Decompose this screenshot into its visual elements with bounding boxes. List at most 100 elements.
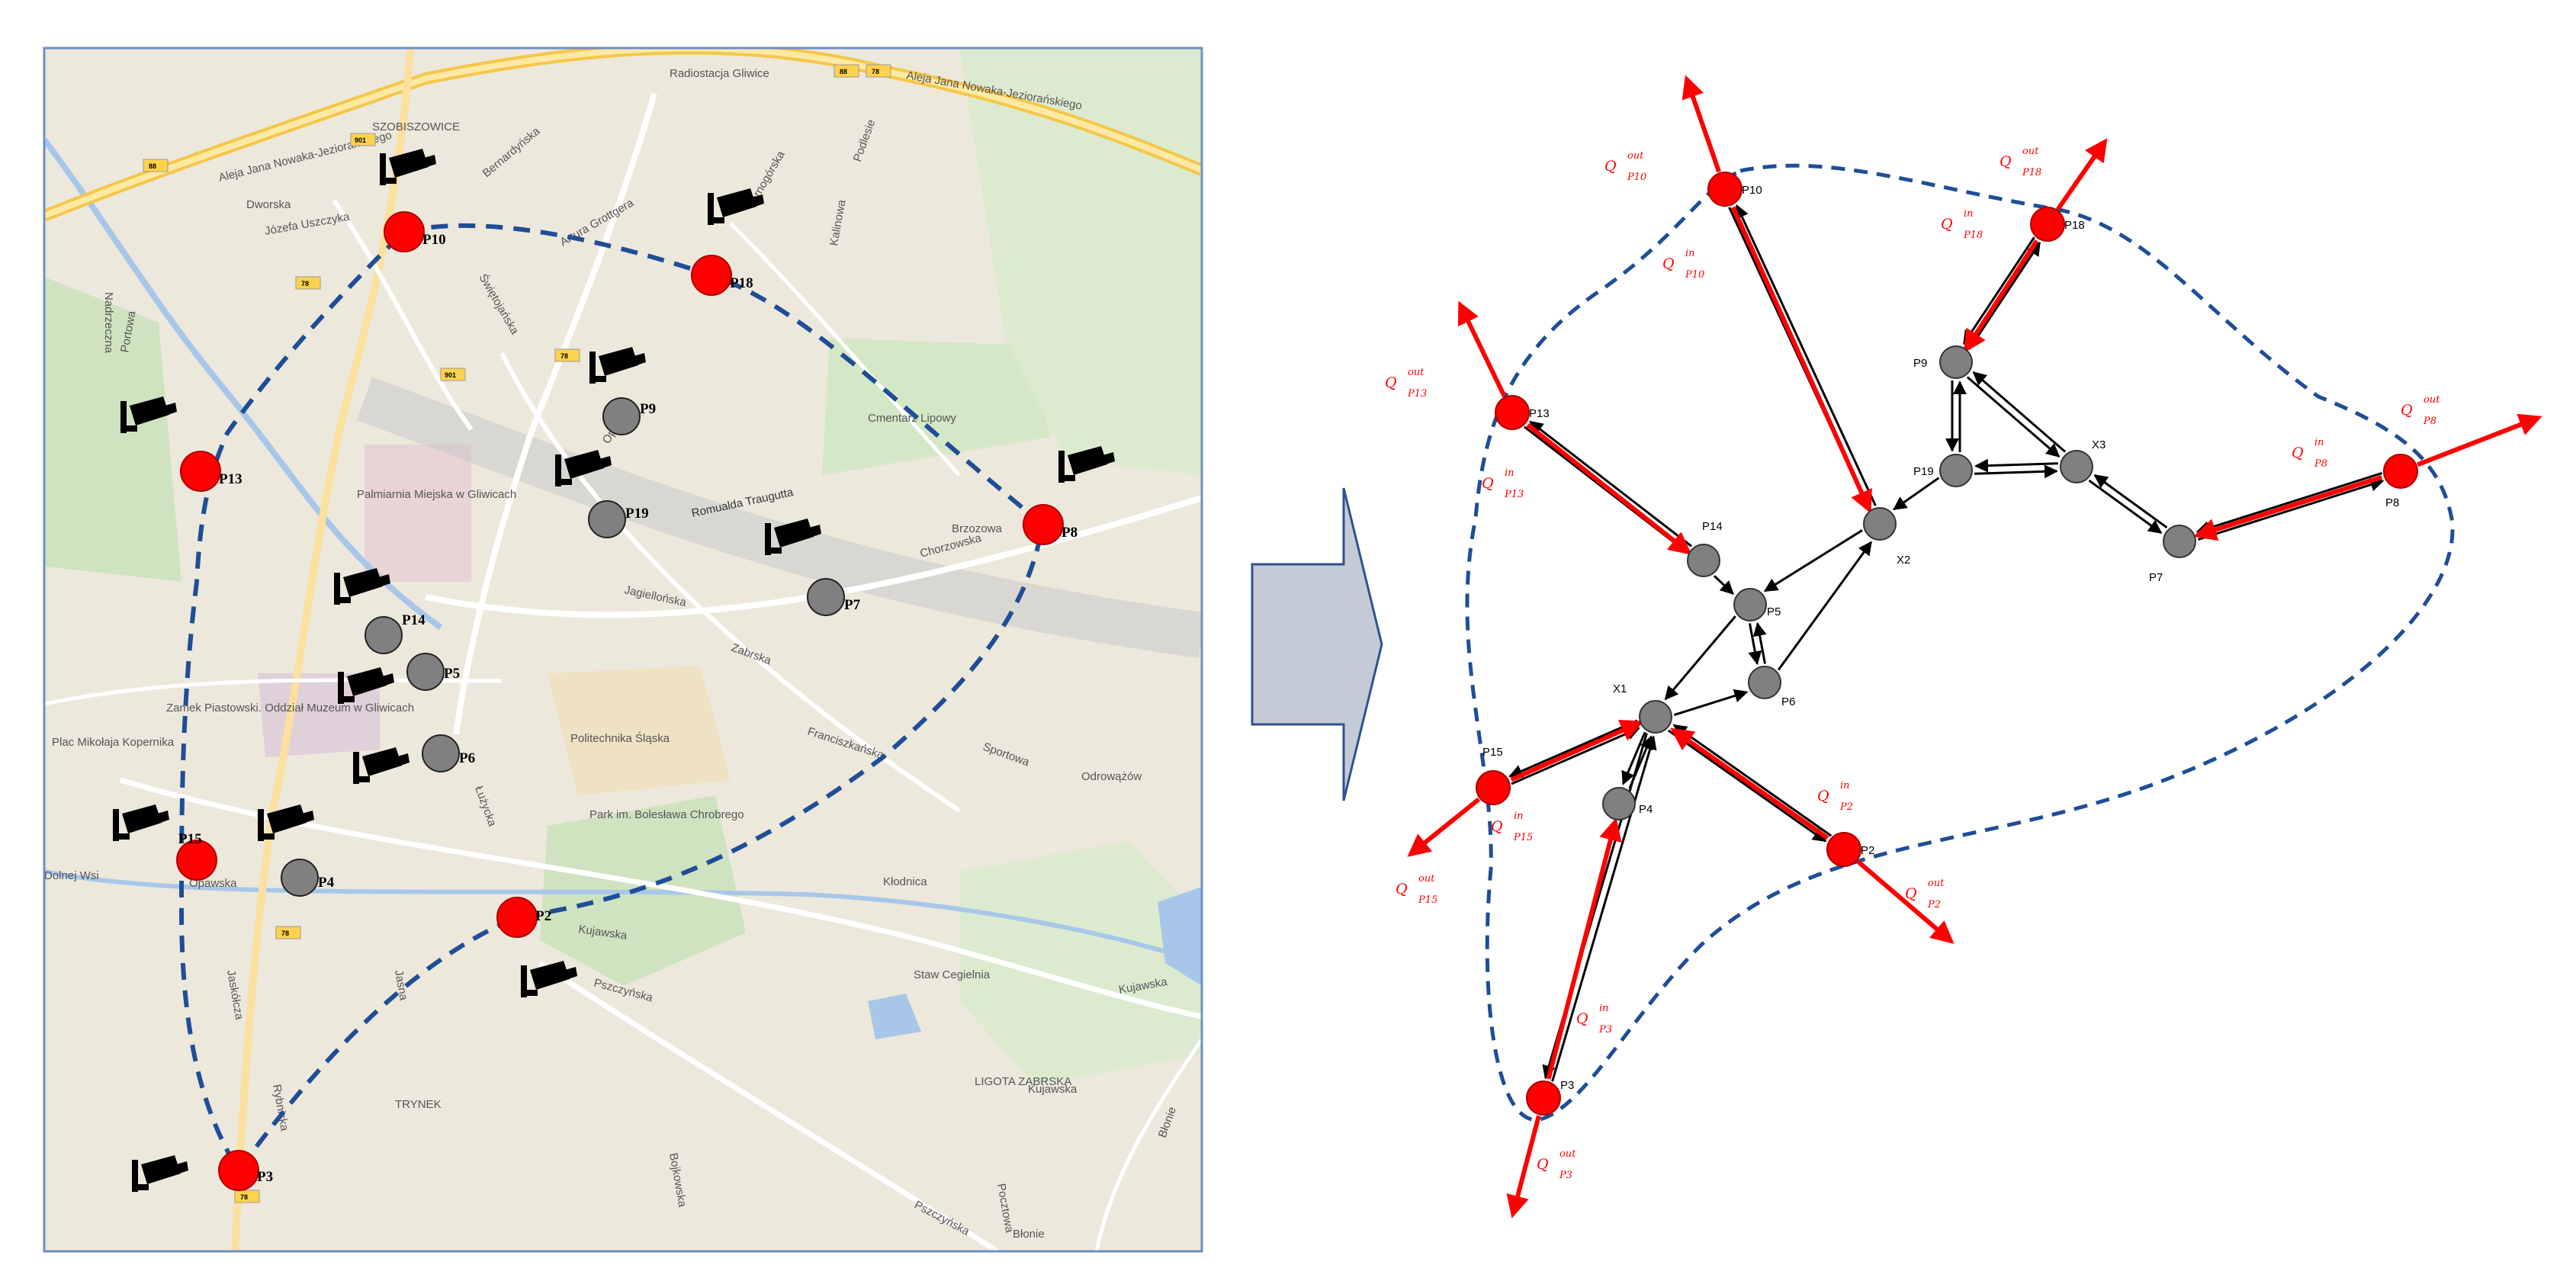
street-label: Cmentarz Lipowy	[868, 412, 956, 425]
svg-text:78: 78	[240, 1193, 248, 1201]
street-label: TRYNEK	[395, 1098, 442, 1111]
inflow-arrow-p10	[1730, 206, 1872, 514]
street-label: Nadrzeczna	[102, 292, 115, 354]
node-p8	[2383, 454, 2418, 489]
link-p6-x2	[1777, 541, 1872, 671]
node-label: P5	[1767, 605, 1781, 618]
camera-icon	[338, 667, 394, 704]
svg-text:P18: P18	[2022, 167, 2041, 178]
camera-icon	[334, 568, 390, 605]
svg-text:Q: Q	[2401, 402, 2413, 419]
outflow-arrow-p2	[1856, 859, 1954, 944]
svg-text:out: out	[1627, 150, 1644, 162]
camera-icon	[113, 804, 169, 841]
node-label: P2	[1861, 844, 1874, 857]
road-shield: 88	[143, 159, 169, 172]
map-boundary-line	[178, 223, 1046, 1175]
map-point-label: P9	[640, 401, 656, 417]
map-point-label: P7	[844, 597, 861, 613]
graph-panel: QinP10QoutP10QinP18QoutP18QinP13QoutP13Q…	[1385, 75, 2542, 1219]
street-label: Zamek Piastowski. Oddział Muzeum w Gliwi…	[166, 702, 414, 714]
road-shield: 901	[350, 133, 376, 146]
link-p5-p6	[1748, 623, 1762, 666]
node-label: P3	[1560, 1079, 1574, 1092]
svg-text:P15: P15	[1418, 894, 1437, 906]
node-p13	[1495, 395, 1530, 430]
street-label: Staw Cegielnia	[914, 968, 991, 981]
node-label: P7	[2149, 571, 2163, 584]
camera-icon	[120, 397, 177, 433]
street-label: Palmiarnia Miejska w Gliwicach	[357, 488, 516, 501]
road-shield: 78	[866, 64, 891, 78]
street-label: Plac Mikołaja Kopernika	[52, 736, 175, 749]
camera-icon	[380, 149, 436, 185]
link-x3-p7	[2088, 479, 2163, 534]
map-point-label: P4	[318, 875, 335, 891]
svg-text:P13: P13	[1407, 388, 1427, 400]
svg-text:in: in	[1505, 467, 1514, 479]
graph-boundary-line	[1465, 163, 2455, 1122]
map-point-label: P19	[625, 506, 649, 522]
outflow-arrow-p15	[1407, 797, 1481, 857]
street-label: Błonie	[1013, 1228, 1045, 1241]
inflow-arrow-p18	[1963, 239, 2039, 354]
street-label: Radiostacja Gliwice	[670, 67, 769, 80]
svg-text:901: 901	[445, 371, 456, 379]
map-point-p8	[1023, 504, 1064, 545]
svg-text:Q: Q	[2292, 445, 2304, 461]
svg-text:in: in	[1685, 248, 1695, 259]
svg-text:P18: P18	[1963, 230, 1983, 241]
map-point-p18	[691, 255, 732, 296]
node-p7	[2163, 525, 2196, 558]
node-p18	[2030, 207, 2065, 242]
node-p5	[1733, 588, 1767, 621]
node-label: P14	[1702, 520, 1723, 533]
camera-icon	[353, 747, 410, 784]
map-point-label: P18	[730, 275, 753, 291]
node-label: P8	[2385, 496, 2399, 509]
map-point-p7	[807, 578, 845, 616]
svg-text:Q: Q	[1385, 374, 1397, 391]
street-label: Brzozowa	[952, 522, 1003, 535]
map-point-label: P15	[178, 831, 202, 847]
svg-text:Q: Q	[1537, 1156, 1549, 1173]
node-label: X3	[2092, 438, 2105, 451]
svg-text:78: 78	[872, 68, 879, 75]
node-x2	[1863, 507, 1897, 541]
map-point-p15	[176, 840, 217, 881]
road-shield: 78	[295, 276, 321, 290]
svg-text:P15: P15	[1513, 832, 1533, 843]
svg-text:out: out	[1559, 1148, 1576, 1160]
svg-text:Q: Q	[1576, 1010, 1588, 1027]
road-shield: 901	[440, 368, 466, 381]
svg-text:P13: P13	[1504, 489, 1524, 500]
node-p2	[1826, 832, 1861, 867]
svg-text:P3: P3	[1559, 1170, 1572, 1181]
map-point-p2	[496, 897, 538, 938]
outflow-arrow-p8	[2417, 413, 2542, 467]
link-p14-p13	[1529, 420, 1692, 547]
map-point-p13	[180, 451, 221, 492]
street-label: Politechnika Śląska	[570, 731, 670, 745]
svg-text:901: 901	[355, 136, 366, 144]
link-p15-x1	[1511, 727, 1640, 785]
node-label: P4	[1639, 803, 1653, 816]
link-p6-p5	[1752, 621, 1767, 664]
street-label: Dolnej Wsi	[44, 869, 99, 882]
svg-text:out: out	[2022, 146, 2039, 157]
svg-text:88: 88	[149, 162, 156, 170]
svg-text:in: in	[1840, 780, 1850, 792]
svg-text:P10: P10	[1685, 269, 1704, 281]
outflow-arrow-p13	[1457, 300, 1507, 397]
graph-links	[1508, 204, 2385, 1082]
link-p3-x1	[1551, 735, 1657, 1082]
map-point-label: P14	[402, 612, 426, 628]
